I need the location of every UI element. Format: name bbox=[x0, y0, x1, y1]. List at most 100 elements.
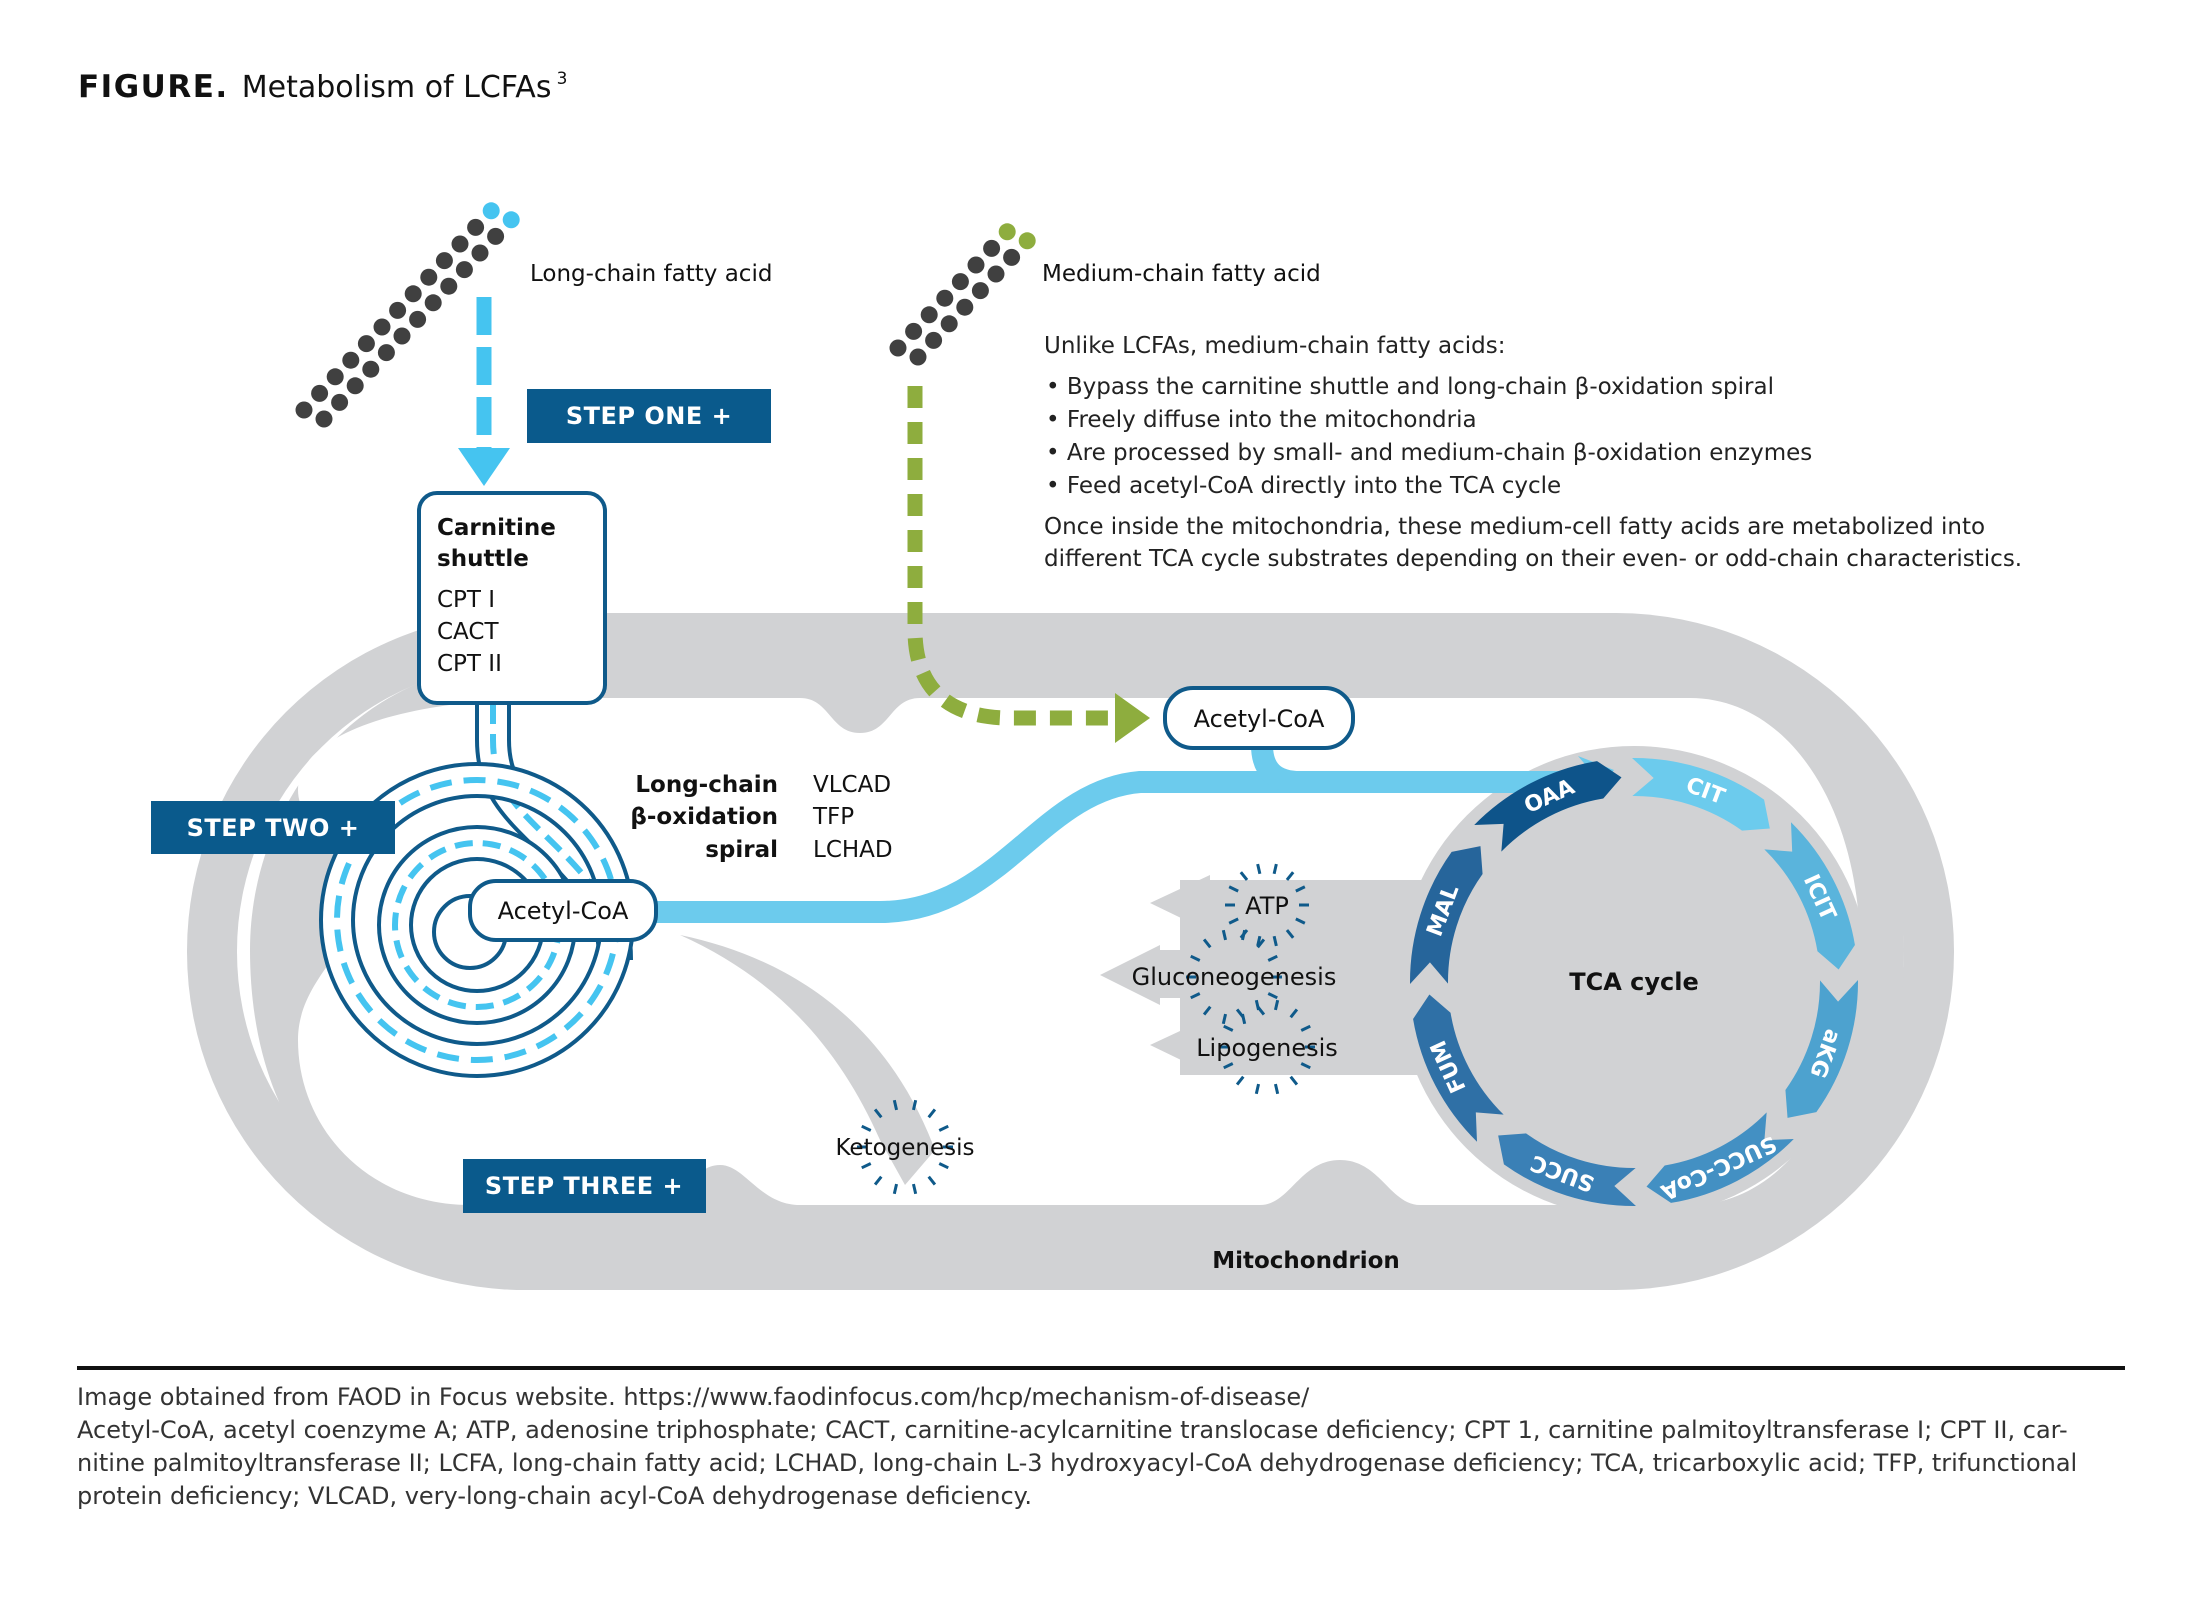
step-one-button[interactable]: STEP ONE + bbox=[527, 389, 771, 443]
step-three-label: STEP THREE + bbox=[485, 1172, 683, 1200]
burst-tick bbox=[1295, 917, 1306, 925]
burst-tick bbox=[1256, 863, 1262, 875]
carbon-dot bbox=[373, 318, 391, 336]
step-three-button[interactable]: STEP THREE + bbox=[463, 1159, 706, 1213]
carbon-dot bbox=[983, 239, 1001, 257]
carbon-dot bbox=[451, 235, 469, 253]
burst-tick bbox=[1289, 1075, 1299, 1086]
carbon-dot bbox=[393, 327, 411, 345]
medium-chain-fatty-acid-molecule bbox=[889, 223, 1036, 366]
burst-tick bbox=[1300, 1062, 1311, 1070]
footer-line-1: Image obtained from FAOD in Focus websit… bbox=[77, 1383, 1310, 1411]
tca-segment-succ bbox=[1498, 1133, 1636, 1206]
carbon-dot bbox=[487, 227, 505, 245]
tca-background bbox=[1398, 746, 1870, 1218]
output-arrow-atp bbox=[1150, 875, 1430, 932]
carbon-dot bbox=[920, 306, 938, 324]
carbon-dot bbox=[956, 298, 974, 316]
burst-tick bbox=[873, 1175, 883, 1186]
arrow-head-icon bbox=[1115, 693, 1150, 743]
carbon-dot bbox=[455, 261, 473, 279]
burst-tick bbox=[1272, 863, 1278, 875]
carbon-dot bbox=[905, 322, 923, 340]
step-two-button[interactable]: STEP TWO + bbox=[151, 801, 395, 854]
burst-tick bbox=[1295, 885, 1306, 893]
output-gluconeogenesis-label: Gluconeogenesis bbox=[1132, 963, 1337, 991]
output-arrow-lipogenesis bbox=[1150, 1017, 1430, 1074]
tca-segment-mal bbox=[1410, 846, 1483, 984]
carbon-dot bbox=[389, 301, 407, 319]
carbon-dot bbox=[936, 289, 954, 307]
footer-line-2: Acetyl-CoA, acetyl coenzyme A; ATP, aden… bbox=[77, 1416, 2068, 1444]
carbon-dot bbox=[342, 351, 360, 369]
burst-tick bbox=[1240, 929, 1247, 941]
burst-tick bbox=[1273, 1083, 1280, 1095]
ketogenesis-label: Ketogenesis bbox=[835, 1135, 974, 1161]
burst-tick bbox=[1256, 938, 1266, 949]
carboxyl-dot bbox=[482, 202, 500, 220]
output-arrow-gluconeogenesis bbox=[1100, 945, 1430, 1005]
burst-tick bbox=[911, 1183, 918, 1195]
burst-tick bbox=[1285, 871, 1295, 881]
lipogenesis-burst-icon bbox=[1219, 999, 1315, 1095]
burst-tick bbox=[1228, 885, 1239, 893]
carnitine-shuttle-title-1: Carnitine bbox=[437, 515, 556, 541]
burst-tick bbox=[927, 1175, 937, 1186]
beta-oxidation-labels: Long-chain β-oxidation spiral VLCAD TFP … bbox=[630, 772, 892, 863]
footer-notes: Image obtained from FAOD in Focus websit… bbox=[77, 1383, 2077, 1510]
beta-oxidation-label-2: β-oxidation bbox=[630, 804, 778, 830]
carbon-dot bbox=[435, 252, 453, 270]
carboxyl-dot bbox=[1018, 232, 1036, 250]
enzyme-cact: CACT bbox=[437, 619, 499, 645]
carbon-dot bbox=[295, 401, 313, 419]
burst-tick bbox=[1285, 929, 1295, 939]
burst-tick bbox=[911, 1099, 918, 1111]
medium-chain-bullets: • Bypass the carnitine shuttle and long-… bbox=[1046, 374, 1812, 499]
figure-title: FIGURE. Metabolism of LCFAs 3 bbox=[78, 69, 567, 105]
burst-tick bbox=[1239, 871, 1249, 881]
step-two-label: STEP TWO + bbox=[187, 814, 360, 842]
footer-line-3: nitine palmitoyltransferase II; LCFA, lo… bbox=[77, 1449, 2077, 1477]
tca-segment-icit bbox=[1764, 822, 1855, 970]
burst-tick bbox=[892, 1183, 899, 1195]
burst-tick bbox=[1256, 935, 1262, 947]
carbon-dot bbox=[471, 244, 489, 262]
medium-chain-fatty-acid-label: Medium-chain fatty acid bbox=[1042, 261, 1321, 287]
burst-tick bbox=[1190, 954, 1201, 962]
carboxyl-dot bbox=[998, 223, 1016, 241]
acetyl-coa-spiral-label: Acetyl-CoA bbox=[498, 897, 629, 925]
arrow-head-icon bbox=[458, 448, 510, 486]
burst-tick bbox=[1202, 938, 1212, 949]
burst-tick bbox=[1267, 992, 1278, 1000]
burst-tick bbox=[1228, 917, 1239, 925]
carbon-dot bbox=[467, 218, 485, 236]
output-lipogenesis-label: Lipogenesis bbox=[1196, 1034, 1338, 1062]
burst-tick bbox=[1221, 1013, 1228, 1025]
bullet-item: • Freely diffuse into the mitochondria bbox=[1046, 407, 1477, 433]
tca-cycle-label: TCA cycle bbox=[1569, 968, 1699, 996]
enzyme-lchad: LCHAD bbox=[813, 837, 893, 863]
tca-segment-oaa bbox=[1474, 761, 1622, 852]
carnitine-shuttle-title-2: shuttle bbox=[437, 546, 529, 572]
beta-oxidation-label-1: Long-chain bbox=[635, 772, 778, 798]
acetyl-coa-medium-label: Acetyl-CoA bbox=[1194, 705, 1325, 733]
carbon-dot bbox=[404, 285, 422, 303]
bullet-item: • Bypass the carnitine shuttle and long-… bbox=[1046, 374, 1774, 400]
carbon-dot bbox=[1003, 248, 1021, 266]
carbon-dot bbox=[357, 335, 375, 353]
burst-tick bbox=[1235, 1008, 1245, 1019]
tca-segment-cit bbox=[1632, 758, 1770, 831]
tca-segment-fum bbox=[1413, 994, 1504, 1142]
carbon-dot bbox=[326, 368, 344, 386]
carbon-dot bbox=[362, 360, 380, 378]
long-chain-entry-arrow bbox=[458, 297, 510, 486]
burst-tick bbox=[1223, 1024, 1234, 1032]
carbon-dot bbox=[420, 268, 438, 286]
output-atp-label: ATP bbox=[1245, 892, 1289, 920]
bullet-item: • Feed acetyl-CoA directly into the TCA … bbox=[1046, 473, 1561, 499]
burst-tick bbox=[1221, 929, 1228, 941]
long-chain-fatty-acid-molecule bbox=[295, 202, 520, 428]
burst-tick bbox=[861, 1124, 872, 1132]
burst-tick bbox=[1272, 935, 1278, 947]
bullet-item: • Are processed by small- and medium-cha… bbox=[1046, 440, 1812, 466]
